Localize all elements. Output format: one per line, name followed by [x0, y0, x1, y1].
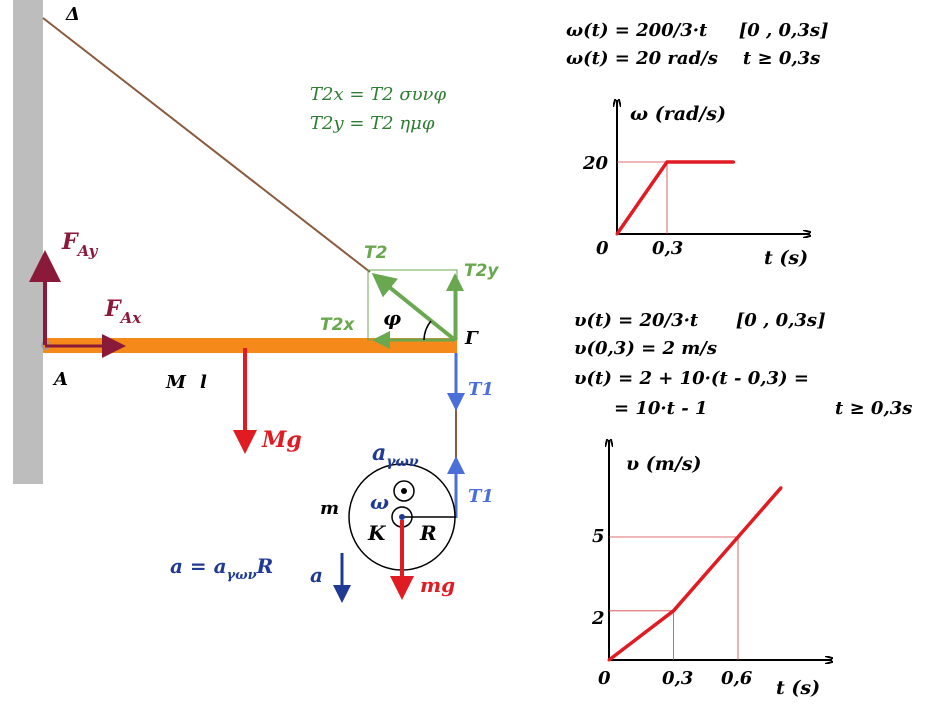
label-delta: Δ — [65, 4, 80, 25]
label-l: l — [200, 372, 207, 393]
omega-graph-point-2 — [732, 160, 736, 164]
velocity-graph-xtick-1: 0,6 — [721, 668, 753, 689]
label-M: M — [165, 372, 187, 393]
equation-v-1: υ(t) = 20/3·t [0 , 0,3s] — [574, 310, 826, 331]
label-a-gwn: aγων — [372, 440, 419, 470]
equation-v-4: = 10·t - 1 — [614, 398, 708, 419]
equation-t2x: T2x = T2 συνφ — [310, 84, 446, 105]
omega-graph-xtick-0: 0,3 — [652, 238, 683, 259]
label-T1-top: T1 — [468, 379, 494, 400]
label-phi: φ — [383, 306, 401, 330]
equation-omega-1: ω(t) = 200/3·t [0 , 0,3s] — [566, 20, 829, 41]
label-a: a — [310, 563, 323, 587]
label-K: K — [367, 521, 387, 545]
equation-a: a = aγωνR — [170, 554, 273, 583]
velocity-graph-series-line — [607, 486, 783, 662]
equation-v-3: υ(t) = 2 + 10·(t - 0,3) = — [574, 368, 809, 389]
omega-graph-xlabel: t (s) — [764, 247, 808, 269]
omega-graph-point-1 — [665, 160, 669, 164]
velocity-graph-xtick-0: 0,3 — [662, 668, 693, 689]
velocity-graph-origin: 0 — [598, 668, 611, 689]
equation-v-4-condition: t ≥ 0,3s — [835, 398, 912, 419]
label-T1-bottom: T1 — [468, 486, 494, 507]
velocity-graph-point-0 — [607, 658, 611, 662]
label-T2y: T2y — [464, 261, 499, 281]
omega-graph-origin: 0 — [596, 238, 609, 259]
omega-graph-point-0 — [615, 232, 619, 236]
label-mg: mg — [420, 573, 455, 597]
omega-graph: ω (rad/s) t (s) 0 0,3 20 — [582, 100, 810, 269]
force-T2-arrow — [371, 272, 457, 342]
velocity-graph-xlabel: t (s) — [776, 677, 820, 699]
label-FAx: FAx — [104, 296, 142, 327]
center-K — [399, 514, 405, 520]
velocity-graph-point-1 — [672, 609, 675, 613]
velocity-graph-point-2 — [736, 535, 740, 539]
angle-phi-arc — [423, 320, 432, 341]
equation-omega-2: ω(t) = 20 rad/s t ≥ 0,3s — [566, 48, 820, 69]
velocity-graph-ytick-0: 2 — [591, 608, 605, 629]
velocity-graph-point-3 — [779, 486, 783, 490]
rod — [43, 338, 457, 353]
label-T2: T2 — [364, 243, 387, 263]
angular-accel-symbol-icon — [393, 480, 415, 502]
velocity-graph-ylabel: υ (m/s) — [626, 453, 702, 475]
omega-graph-ytick-0: 20 — [582, 153, 609, 174]
omega-graph-ylabel: ω (rad/s) — [630, 103, 726, 125]
equation-t2y: T2y = T2 ημφ — [310, 113, 435, 134]
label-R: R — [419, 521, 437, 545]
velocity-graph-ytick-1: 5 — [592, 526, 605, 547]
label-Mg: Mg — [261, 427, 302, 453]
velocity-graph: υ (m/s) t (s) 0 0,3 0,6 2 5 — [591, 440, 832, 699]
label-m: m — [320, 498, 339, 519]
rope-upper — [42, 17, 371, 273]
label-omega: ω — [370, 490, 389, 514]
equation-v-2: υ(0,3) = 2 m/s — [574, 338, 717, 359]
angular-accel-dot-icon — [401, 488, 407, 494]
label-T2x: T2x — [320, 315, 355, 335]
label-A: A — [52, 369, 68, 390]
wall — [13, 0, 43, 484]
omega-graph-series-line — [615, 160, 734, 235]
label-gamma: Γ — [464, 328, 479, 349]
label-FAy: FAy — [61, 229, 99, 260]
